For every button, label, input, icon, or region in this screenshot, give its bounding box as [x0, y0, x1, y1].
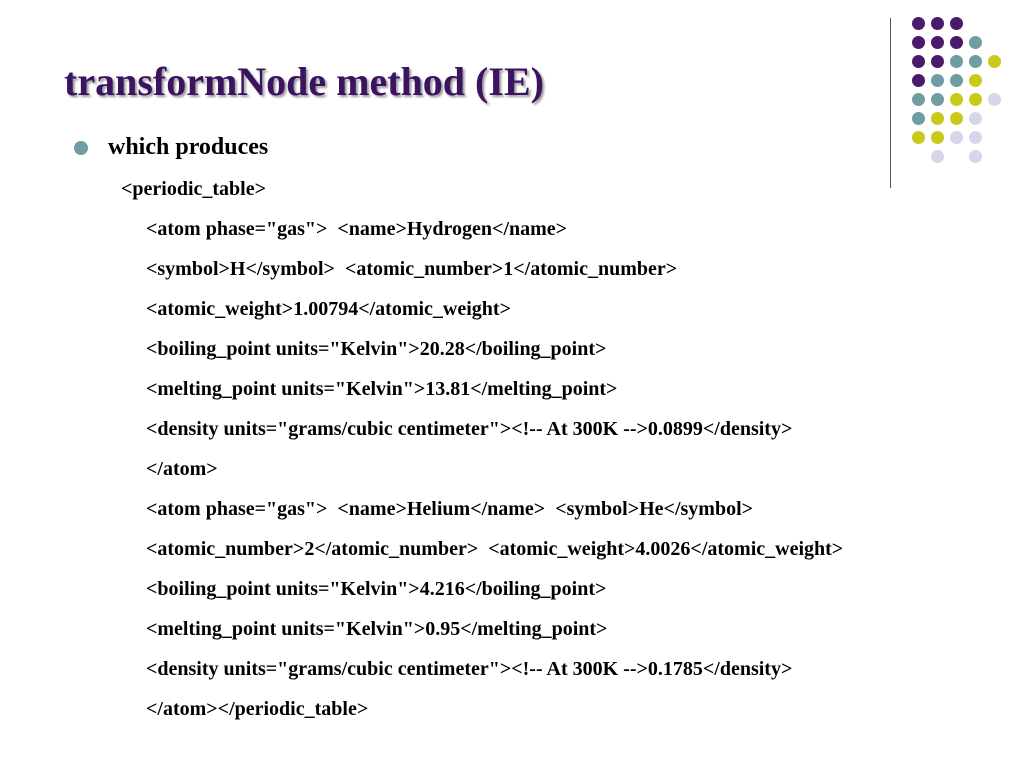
dot	[912, 93, 925, 106]
code-line: </atom></periodic_table>	[146, 698, 369, 720]
dot	[931, 112, 944, 125]
code-line: <symbol>H</symbol> <atomic_number>1</ato…	[146, 258, 678, 280]
code-line: <periodic_table>	[121, 178, 266, 200]
code-line: <atomic_weight>1.00794</atomic_weight>	[146, 298, 511, 320]
dot	[912, 131, 925, 144]
dot	[950, 74, 963, 87]
code-line: <density units="grams/cubic centimeter">…	[146, 418, 793, 440]
dot	[969, 55, 982, 68]
code-line: <density units="grams/cubic centimeter">…	[146, 658, 793, 680]
code-line: <boiling_point units="Kelvin">20.28</boi…	[146, 338, 607, 360]
dot	[931, 150, 944, 163]
dot	[912, 74, 925, 87]
dot	[912, 55, 925, 68]
dot	[950, 93, 963, 106]
dot	[950, 55, 963, 68]
dot	[931, 17, 944, 30]
dot	[988, 93, 1001, 106]
dot	[969, 150, 982, 163]
code-line: <atom phase="gas"> <name>Helium</name> <…	[146, 498, 754, 520]
dot	[950, 131, 963, 144]
dot	[931, 131, 944, 144]
code-line: </atom>	[146, 458, 218, 480]
dot	[931, 36, 944, 49]
code-line: <atomic_number>2</atomic_number> <atomic…	[146, 538, 844, 560]
code-line: <melting_point units="Kelvin">13.81</mel…	[146, 378, 618, 400]
dot	[931, 55, 944, 68]
dot	[950, 17, 963, 30]
dot	[931, 74, 944, 87]
dot	[912, 36, 925, 49]
code-line: <melting_point units="Kelvin">0.95</melt…	[146, 618, 608, 640]
divider-line	[890, 18, 891, 188]
dot	[950, 112, 963, 125]
dot	[931, 93, 944, 106]
dot	[969, 74, 982, 87]
bullet-dot-icon	[74, 140, 88, 155]
dot	[912, 112, 925, 125]
dot	[969, 36, 982, 49]
dot	[969, 112, 982, 125]
dot	[912, 17, 925, 30]
dot	[988, 55, 1001, 68]
code-line: <atom phase="gas"> <name>Hydrogen</name>	[146, 218, 568, 240]
bullet-text: which produces	[108, 134, 269, 160]
decorative-dot-grid	[0, 0, 1024, 200]
dot	[969, 93, 982, 106]
slide-title: transformNode method (IE)	[64, 59, 544, 104]
bullet-item: which produces	[74, 134, 268, 161]
dot	[950, 36, 963, 49]
dot	[969, 131, 982, 144]
code-line: <boiling_point units="Kelvin">4.216</boi…	[146, 578, 607, 600]
